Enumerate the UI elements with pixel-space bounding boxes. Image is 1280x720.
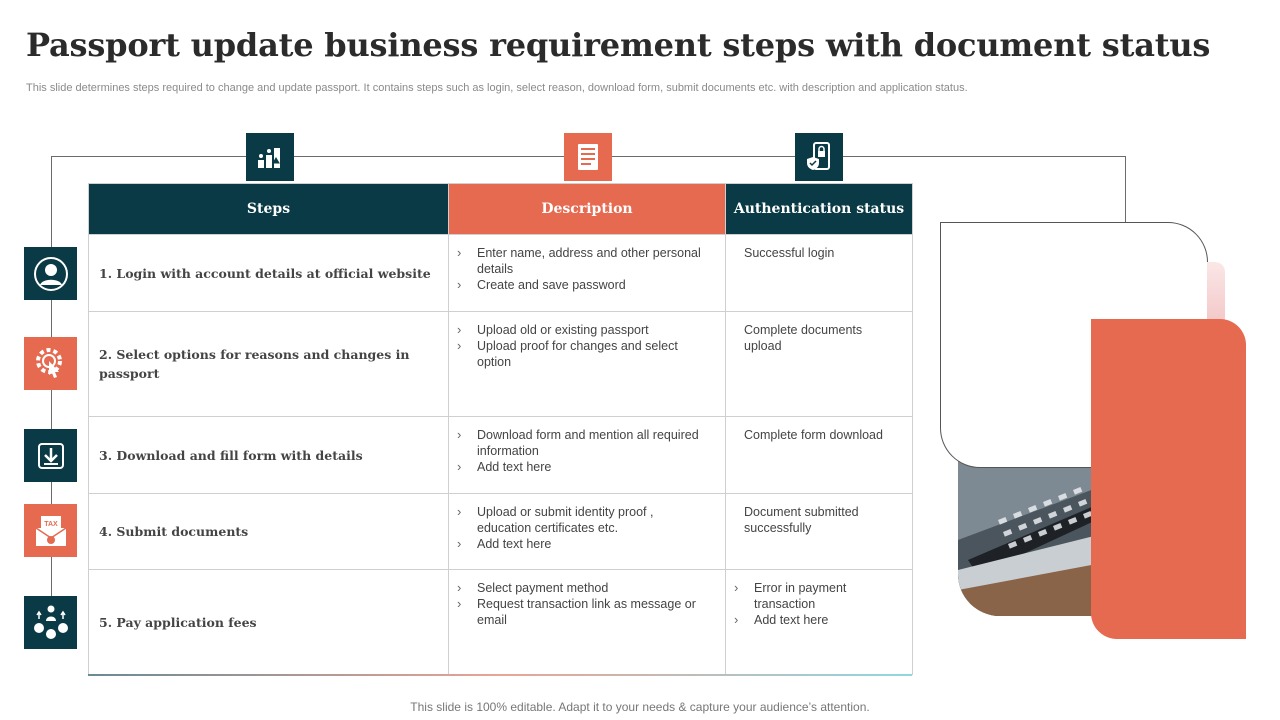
col-header-steps: Steps [88, 183, 449, 235]
step-text: 5. Pay application fees [99, 614, 257, 630]
gear-touch-icon [24, 337, 77, 390]
list-item: Upload or submit identity proof , educat… [457, 504, 711, 536]
footer-note: This slide is 100% editable. Adapt it to… [410, 700, 870, 714]
list-item: Select payment method [457, 580, 711, 596]
description-cell: Enter name, address and other personal d… [448, 234, 726, 312]
status-text: Successful login [744, 246, 835, 260]
col-header-status: Authentication status [725, 183, 913, 235]
list-item: Request transaction link as message or e… [457, 596, 711, 628]
mobile-lock-icon [795, 133, 843, 181]
step-cell: 5. Pay application fees [88, 569, 449, 675]
table-bottom-rule [88, 674, 912, 676]
page-title: Passport update business requirement ste… [26, 26, 1211, 64]
step-cell: 4. Submit documents [88, 493, 449, 570]
col-header-description: Description [448, 183, 726, 235]
tax-envelope-icon: TAX [24, 504, 77, 557]
document-icon [564, 133, 612, 181]
list-item: Upload old or existing passport [457, 322, 711, 338]
table-row: 4. Submit documents Upload or submit ide… [88, 493, 913, 570]
decorative-orange-panel [1091, 319, 1246, 639]
step-text: 3. Download and fill form with details [99, 447, 363, 463]
user-icon [24, 247, 77, 300]
list-item: Add text here [734, 612, 898, 628]
description-cell: Upload or submit identity proof , educat… [448, 493, 726, 570]
tax-label: TAX [44, 521, 58, 528]
download-icon [24, 429, 77, 482]
status-cell: Complete form download [725, 416, 913, 494]
description-cell: Upload old or existing passport Upload p… [448, 311, 726, 417]
decorative-accent [1207, 262, 1225, 322]
status-text: Document submitted successfully [744, 505, 859, 535]
description-cell: Download form and mention all required i… [448, 416, 726, 494]
step-text: 1. Login with account details at officia… [99, 265, 431, 281]
table-row: 2. Select options for reasons and change… [88, 311, 913, 417]
list-item: Upload proof for changes and select opti… [457, 338, 711, 370]
list-item: Create and save password [457, 277, 711, 293]
list-item: Download form and mention all required i… [457, 427, 711, 459]
table-row: 3. Download and fill form with details D… [88, 416, 913, 494]
connector-right [1125, 156, 1126, 222]
step-cell: 1. Login with account details at officia… [88, 234, 449, 312]
step-text: 4. Submit documents [99, 524, 249, 539]
list-item: Add text here [457, 459, 711, 475]
step-cell: 2. Select options for reasons and change… [88, 311, 449, 417]
money-people-icon [24, 596, 77, 649]
status-cell: Successful login [725, 234, 913, 312]
description-cell: Select payment method Request transactio… [448, 569, 726, 675]
page-subtitle: This slide determines steps required to … [26, 82, 968, 94]
step-text: 2. Select options for reasons and change… [99, 347, 410, 381]
connector-left [51, 156, 52, 626]
list-item: Add text here [457, 536, 711, 552]
status-cell: Error in payment transaction Add text he… [725, 569, 913, 675]
status-text: Complete documents upload [744, 323, 863, 353]
steps-chart-icon [246, 133, 294, 181]
table-row: 1. Login with account details at officia… [88, 234, 913, 312]
step-cell: 3. Download and fill form with details [88, 416, 449, 494]
requirements-table: Steps Description Authentication status … [88, 183, 913, 675]
status-cell: Complete documents upload [725, 311, 913, 417]
list-item: Enter name, address and other personal d… [457, 245, 711, 277]
table-row: 5. Pay application fees Select payment m… [88, 569, 913, 675]
status-cell: Document submitted successfully [725, 493, 913, 570]
status-text: Complete form download [744, 428, 883, 442]
list-item: Error in payment transaction [734, 580, 898, 612]
